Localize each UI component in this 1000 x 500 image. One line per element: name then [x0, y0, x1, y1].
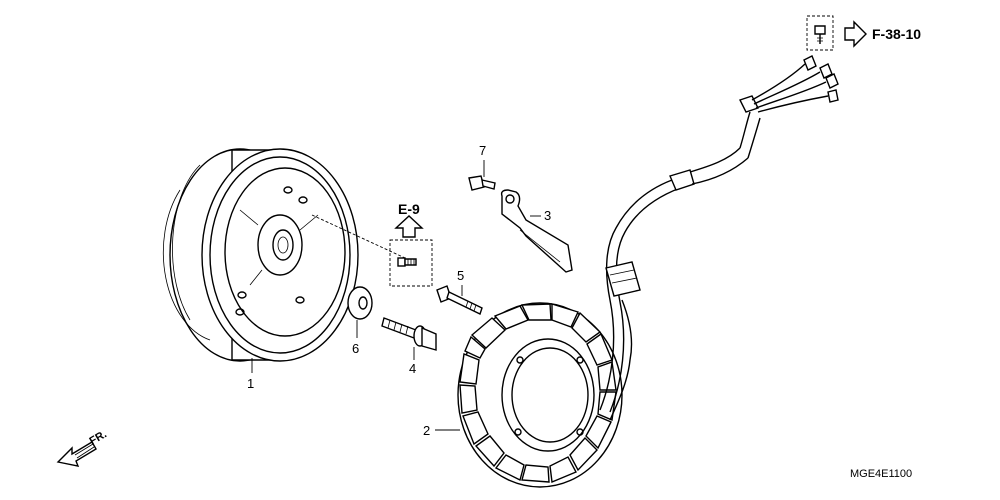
right-arrow-icon	[844, 20, 867, 48]
small-bolt-part: 7	[468, 143, 496, 191]
front-direction-indicator: FR.	[56, 428, 109, 467]
washer-part: 6	[347, 286, 373, 356]
stator-part: 2	[423, 302, 623, 488]
bracket-part: 3	[500, 189, 573, 273]
screw-icon	[814, 25, 826, 44]
callout-3: 3	[544, 208, 551, 223]
f38-reference: F-38-10	[806, 15, 921, 51]
up-arrow-icon	[394, 215, 424, 238]
callout-1: 1	[247, 376, 254, 391]
flywheel-callout: 1	[247, 358, 254, 391]
callout-2: 2	[423, 423, 430, 438]
callout-5: 5	[457, 268, 464, 283]
flange-bolt-part: 4	[381, 317, 437, 376]
callout-7: 7	[479, 143, 486, 158]
flywheel-part	[162, 148, 359, 362]
e9-reference: E-9	[394, 201, 424, 238]
diagram-code: MGE4E1100	[850, 468, 912, 480]
f38-reference-label: F-38-10	[872, 26, 921, 42]
callout-6: 6	[352, 341, 359, 356]
e9-reference-label: E-9	[398, 201, 420, 217]
front-direction-label: FR.	[88, 428, 109, 447]
flywheel-bolt	[311, 214, 433, 287]
wire-harness	[599, 55, 839, 421]
bolt-part: 5	[436, 268, 483, 315]
callout-4: 4	[409, 361, 416, 376]
